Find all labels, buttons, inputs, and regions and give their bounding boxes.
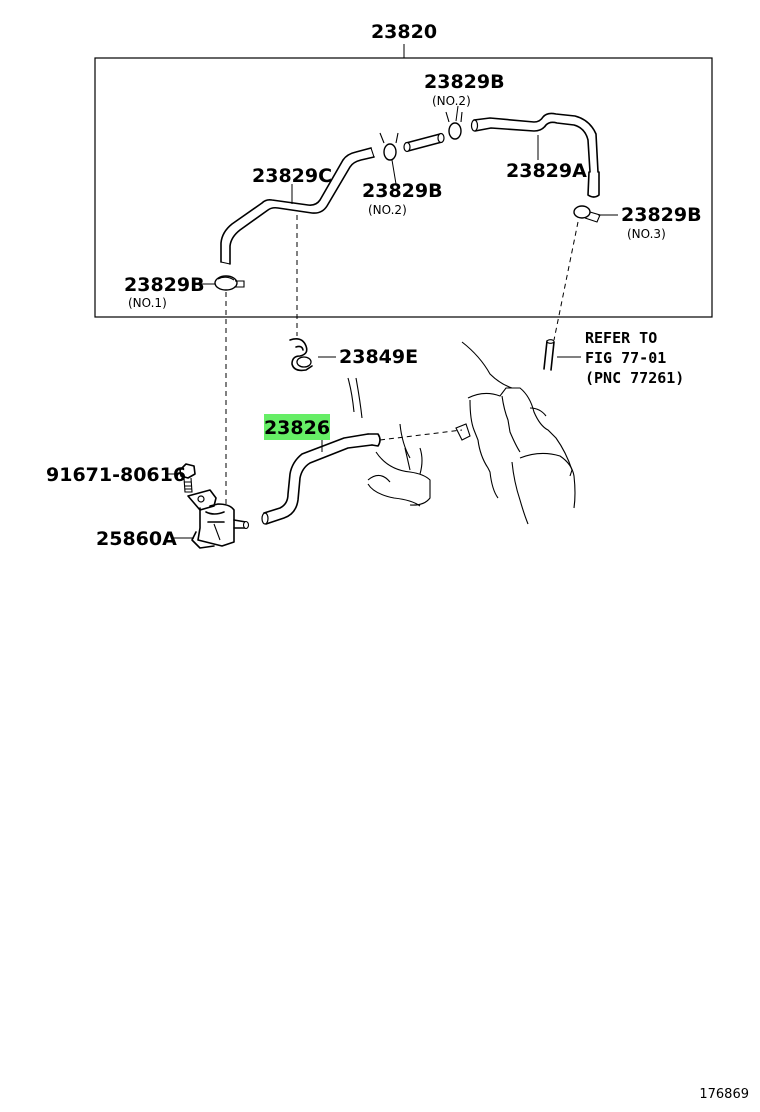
- clamp-no2-top-label[interactable]: 23829B: [424, 71, 505, 93]
- clamp-no1-label[interactable]: 23829B: [124, 274, 205, 296]
- clamp-no3-label[interactable]: 23829B: [621, 204, 702, 226]
- guide-line-hose: [379, 429, 463, 441]
- clamp-no2-mid-leader: [391, 159, 397, 185]
- clamp-no2-mid[interactable]: [379, 132, 399, 161]
- clamp-no2-top-note: (NO.2): [432, 94, 471, 108]
- highlighted-part-label[interactable]: 23826: [264, 417, 330, 439]
- refer-line-3: (PNC 77261): [585, 369, 684, 387]
- valve-25860a[interactable]: [187, 489, 250, 549]
- hose-23826[interactable]: [261, 433, 381, 525]
- hose-23829a-label[interactable]: 23829A: [506, 160, 587, 182]
- valve-label[interactable]: 25860A: [96, 528, 177, 550]
- clamp-no3[interactable]: [573, 205, 601, 223]
- bolt-91671-80616[interactable]: [179, 463, 196, 493]
- clamp-no2-mid-label[interactable]: 23829B: [362, 180, 443, 202]
- refer-line-1: REFER TO: [585, 329, 657, 347]
- clamp-no2-mid-note: (NO.2): [368, 203, 407, 217]
- figure-number: 176869: [699, 1087, 749, 1102]
- engine-body-outline: [347, 341, 576, 525]
- bolt-label[interactable]: 91671-80616: [46, 464, 186, 486]
- hose-23829a[interactable]: [470, 112, 600, 198]
- clamp-23849e-label[interactable]: 23849E: [339, 346, 418, 368]
- hose-23829c[interactable]: [220, 147, 375, 265]
- clamp-23849e[interactable]: [289, 338, 313, 372]
- connector-pipe[interactable]: [403, 132, 445, 153]
- refer-line-2: FIG 77-01: [585, 349, 666, 367]
- clamp-no2-top-leader: [455, 105, 459, 122]
- reference-pipe[interactable]: [543, 339, 555, 371]
- clamp-no3-note: (NO.3): [627, 227, 666, 241]
- hose-23829c-label[interactable]: 23829C: [252, 165, 332, 187]
- guide-line-right: [553, 221, 579, 341]
- assembly-label[interactable]: 23820: [371, 21, 437, 43]
- clamp-no2-top[interactable]: [445, 111, 463, 140]
- highlight-box: [264, 414, 330, 440]
- clamp-no1[interactable]: [214, 275, 245, 291]
- clamp-no1-note: (NO.1): [128, 296, 167, 310]
